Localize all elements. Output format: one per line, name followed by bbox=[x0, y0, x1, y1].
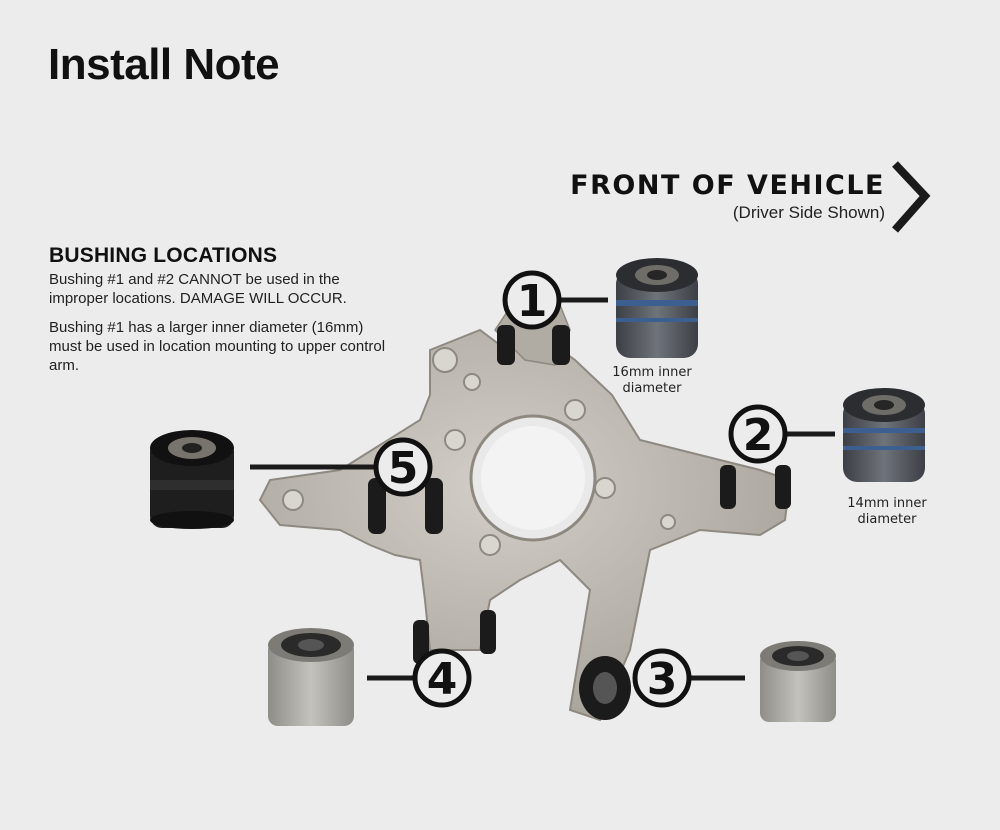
bushing-4-image bbox=[268, 628, 354, 726]
bushing-1-image bbox=[616, 258, 698, 358]
bushing-locations-note: BUSHING LOCATIONS Bushing #1 and #2 CANN… bbox=[49, 244, 389, 375]
front-of-vehicle-label: FRONT OF VEHICLE (Driver Side Shown) bbox=[570, 170, 885, 223]
callout-5-text: 5 bbox=[388, 443, 419, 494]
callout-4-text: 4 bbox=[427, 654, 458, 705]
steering-knuckle bbox=[258, 299, 792, 722]
callout-2: 2 bbox=[728, 404, 788, 464]
callout-3-text: 3 bbox=[647, 654, 678, 705]
bushing-3-image bbox=[760, 641, 836, 722]
chevron-right-icon bbox=[892, 161, 931, 233]
bushing-warning: Bushing #1 and #2 CANNOT be used in the … bbox=[49, 271, 347, 307]
bushing-heading: BUSHING LOCATIONS bbox=[49, 244, 278, 267]
callout-2-text: 2 bbox=[743, 410, 774, 461]
callout-4: 4 bbox=[412, 648, 472, 708]
front-label: FRONT OF VEHICLE bbox=[570, 170, 885, 201]
callout-1: 1 bbox=[502, 270, 562, 330]
callout-1-text: 1 bbox=[517, 276, 548, 327]
leader-lines bbox=[250, 297, 835, 681]
bushing-5-image bbox=[150, 430, 234, 529]
driver-side-label: (Driver Side Shown) bbox=[732, 203, 885, 222]
callout-3: 3 bbox=[632, 648, 692, 708]
bushing-diameter-note: Bushing #1 has a larger inner diameter (… bbox=[49, 319, 386, 374]
bushing-1-caption: 16mm inner diameter bbox=[612, 365, 692, 396]
bushing-2-caption: 14mm inner diameter bbox=[847, 496, 927, 527]
bushing-2-image bbox=[843, 388, 925, 482]
page-title: Install Note bbox=[48, 40, 280, 89]
callout-5: 5 bbox=[373, 437, 433, 497]
